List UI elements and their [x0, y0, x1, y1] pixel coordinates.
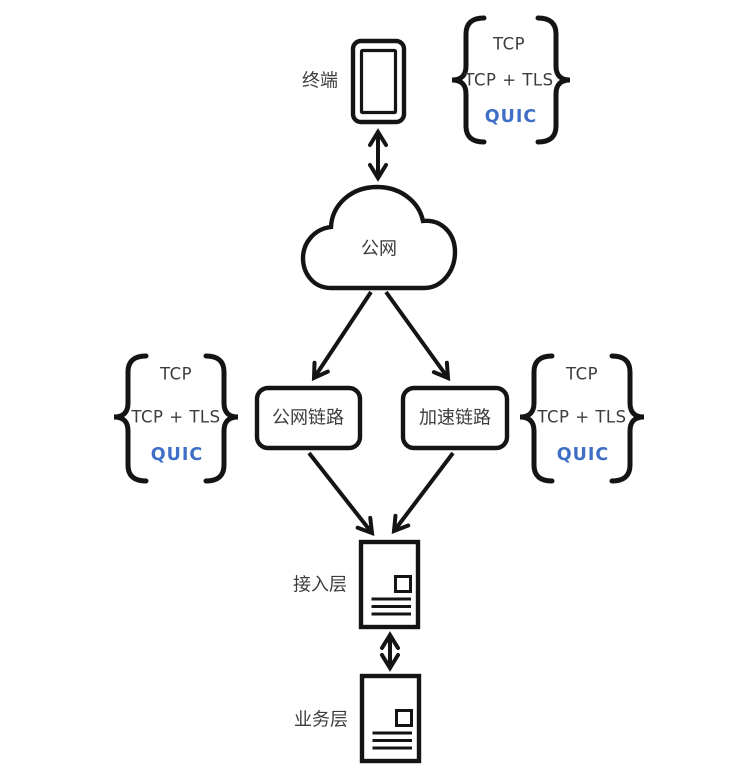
protocol-item-tcp-tls: TCP + TLS [130, 408, 220, 427]
protocol-brace-right: TCP TCP + TLS QUIC [519, 353, 645, 484]
cloud-icon [300, 184, 458, 291]
right-brace-icon [203, 353, 239, 484]
public-link-node [254, 385, 363, 451]
right-brace-icon [535, 15, 571, 145]
protocol-item-tcp-tls: TCP + TLS [463, 71, 553, 90]
arrow-cloud-accelerated-link [384, 290, 451, 382]
arrow-cloud-public-link [311, 290, 373, 382]
protocol-item-tcp: TCP [492, 35, 525, 54]
protocol-brace-left: TCP TCP + TLS QUIC [113, 353, 239, 484]
protocol-brace-top: TCP TCP + TLS QUIC [451, 15, 571, 145]
terminal-label: 终端 [302, 71, 338, 92]
right-brace-icon [609, 353, 645, 484]
public-network-label: 公网 [361, 239, 397, 260]
protocol-item-tcp: TCP [565, 365, 598, 384]
protocol-item-tcp-tls: TCP + TLS [536, 408, 626, 427]
access-layer-label: 接入层 [293, 575, 347, 596]
left-brace-icon [451, 15, 487, 145]
protocol-item-quic: QUIC [151, 445, 203, 465]
protocol-item-quic: QUIC [557, 445, 609, 465]
arrow-accelerated-link-access [391, 451, 455, 535]
left-brace-icon [113, 353, 149, 484]
public-link-label: 公网链路 [272, 408, 344, 429]
server-icon-business [359, 673, 422, 764]
arrow-public-link-access [307, 451, 375, 536]
server-icon-access [358, 539, 421, 630]
left-brace-icon [519, 353, 555, 484]
accelerated-link-node [400, 385, 510, 451]
protocol-item-quic: QUIC [485, 107, 537, 127]
accelerated-link-label: 加速链路 [419, 408, 491, 429]
protocol-item-tcp: TCP [159, 365, 192, 384]
business-layer-label: 业务层 [294, 710, 348, 731]
phone-icon [350, 38, 407, 125]
